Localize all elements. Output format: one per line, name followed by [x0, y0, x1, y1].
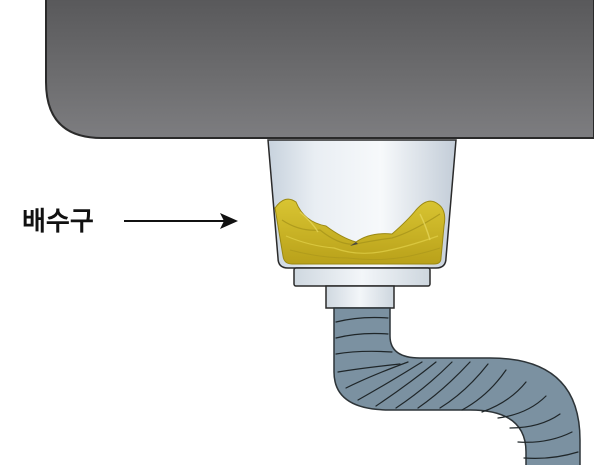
pipe-connector — [325, 285, 395, 309]
arrow-right-icon — [124, 213, 238, 229]
drain-hose — [333, 307, 581, 465]
sink-basin — [45, 0, 594, 139]
drain-ring — [293, 267, 431, 287]
drain-cup — [267, 139, 457, 269]
drain-label: 배수구 — [22, 207, 94, 237]
drain-sludge — [274, 198, 446, 265]
